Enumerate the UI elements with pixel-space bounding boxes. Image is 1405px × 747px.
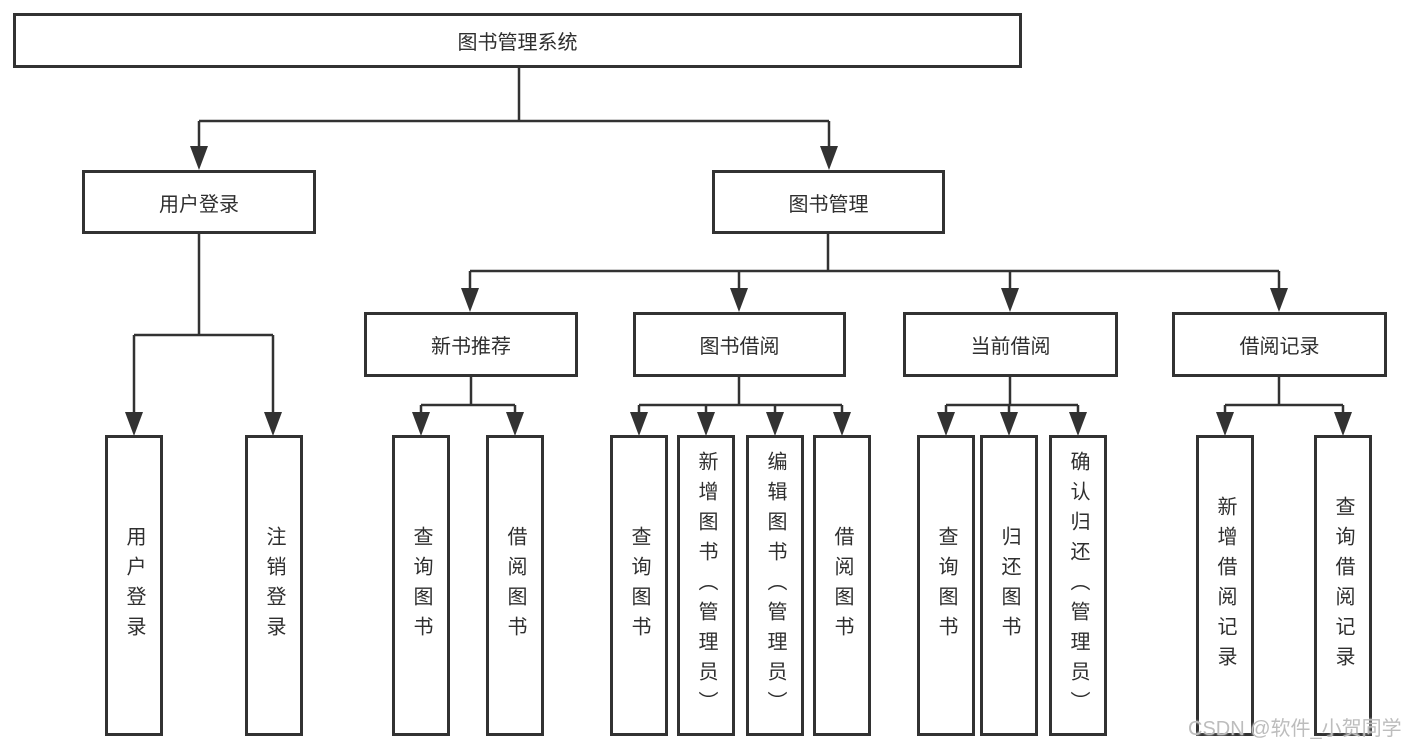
arrow-down-icon [697,412,715,436]
node-borrow-record: 借阅记录 [1172,312,1387,377]
leaf-return-books: 归还图书 [980,435,1038,736]
arrow-down-icon [730,288,748,312]
arrowheads [125,146,1352,436]
leaf-user-login: 用户登录 [105,435,163,736]
node-book-borrow: 图书借阅 [633,312,846,377]
arrow-down-icon [1270,288,1288,312]
arrow-down-icon [630,412,648,436]
leaf-edit-books-admin: 编辑图书（管理员） [746,435,804,736]
leaf-logout-login: 注销登录 [245,435,303,736]
arrow-down-icon [412,412,430,436]
arrow-down-icon [937,412,955,436]
leaf-query-books-borrow: 查询图书 [610,435,668,736]
arrow-down-icon [820,146,838,170]
arrow-down-icon [1334,412,1352,436]
leaf-query-books-recommend: 查询图书 [392,435,450,736]
connector-current-to-leaves [944,377,1080,416]
arrow-down-icon [264,412,282,436]
node-root-library-system: 图书管理系统 [13,13,1022,68]
leaf-borrow-books-recommend: 借阅图书 [486,435,544,736]
arrow-down-icon [1216,412,1234,436]
node-current-borrow: 当前借阅 [903,312,1118,377]
arrow-down-icon [461,288,479,312]
connector-root-to-level2 [197,68,831,150]
arrow-down-icon [1001,288,1019,312]
connector-userlogin-to-leaves [132,234,275,415]
leaf-query-books-current: 查询图书 [917,435,975,736]
csdn-watermark: CSDN @软件_小贺同学 [1188,718,1402,740]
leaf-borrow-books: 借阅图书 [813,435,871,736]
connector-record-to-leaves [1223,377,1345,416]
leaf-add-borrow-record: 新增借阅记录 [1196,435,1254,736]
leaf-query-borrow-record: 查询借阅记录 [1314,435,1372,736]
node-user-login: 用户登录 [82,170,316,234]
arrow-down-icon [766,412,784,436]
arrow-down-icon [1069,412,1087,436]
node-new-book-recommend: 新书推荐 [364,312,578,377]
arrow-down-icon [833,412,851,436]
connector-newbook-to-leaves [419,377,517,416]
leaf-confirm-return-admin: 确认归还（管理员） [1049,435,1107,736]
connector-bookmgmt-to-level3 [468,234,1281,292]
arrow-down-icon [506,412,524,436]
arrow-down-icon [190,146,208,170]
node-book-management: 图书管理 [712,170,945,234]
leaf-add-books-admin: 新增图书（管理员） [677,435,735,736]
connector-paths [132,68,1345,416]
arrow-down-icon [125,412,143,436]
connector-bookborrow-to-leaves [637,377,844,416]
arrow-down-icon [1000,412,1018,436]
